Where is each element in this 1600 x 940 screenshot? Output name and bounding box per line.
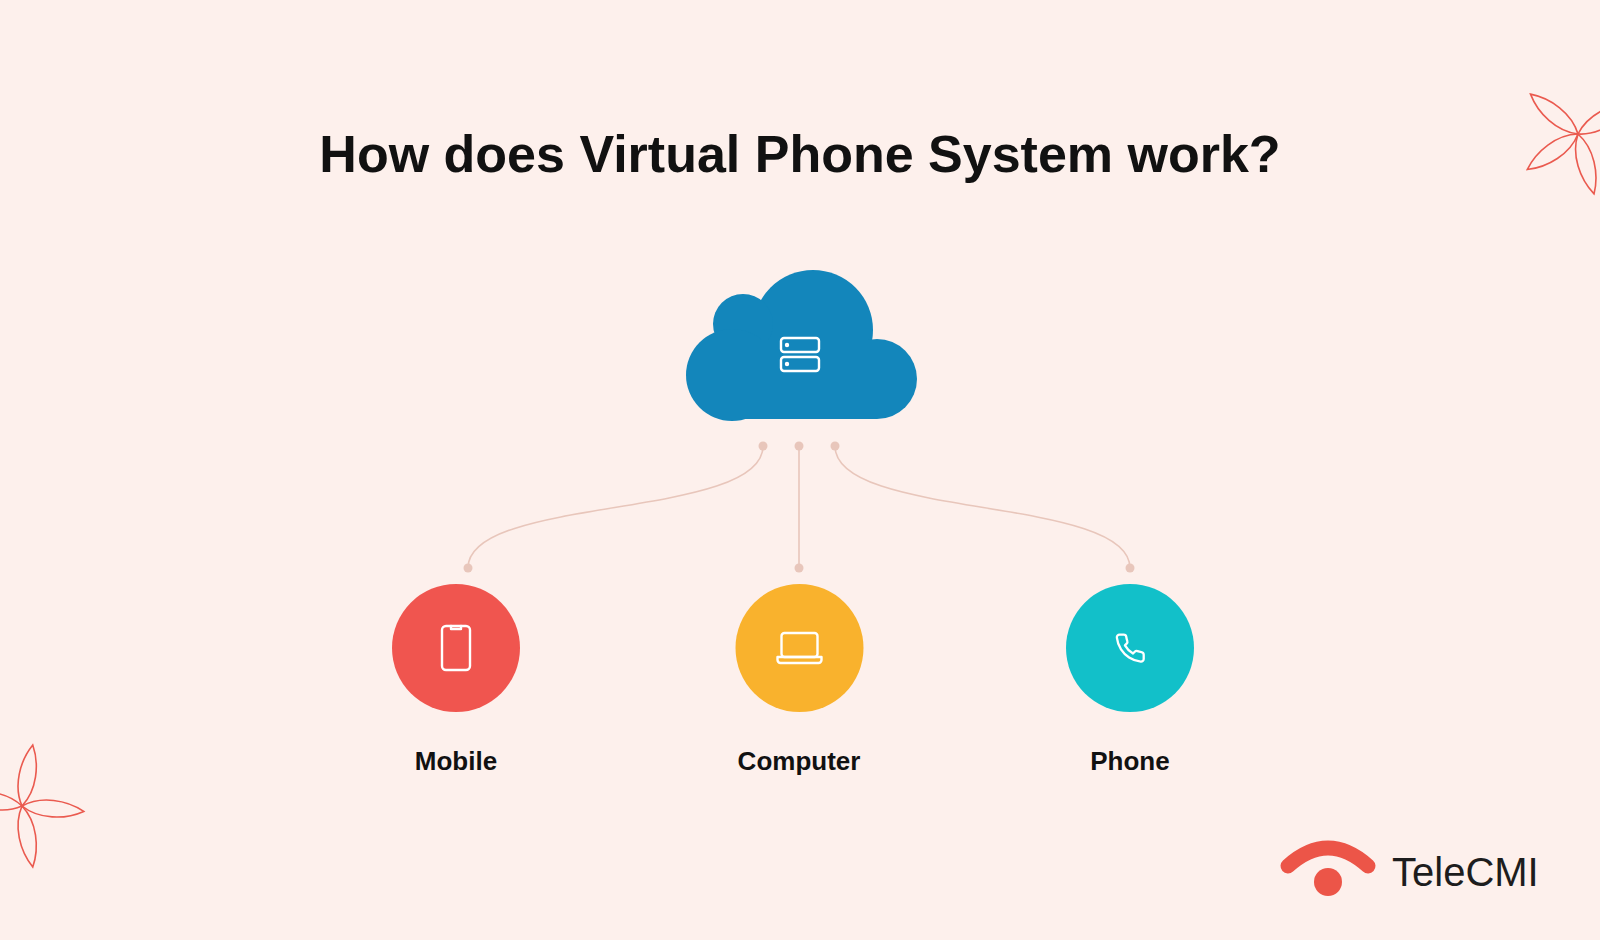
device-circle-fill xyxy=(735,584,863,712)
cloud-icon xyxy=(686,270,917,421)
title: How does Virtual Phone System work? xyxy=(0,126,1600,183)
device-circle: Computer xyxy=(728,584,871,777)
laptop-icon xyxy=(777,633,821,663)
connection-line xyxy=(468,446,1130,568)
device-label: Computer xyxy=(728,746,871,777)
device-circle: Phone xyxy=(1062,584,1198,777)
connection-dot xyxy=(464,442,1135,573)
device-circle-fill xyxy=(1066,584,1194,712)
flower-decoration xyxy=(0,744,84,869)
phone-icon xyxy=(1117,635,1144,662)
mobile-icon xyxy=(442,626,470,670)
device-label: Phone xyxy=(1062,746,1198,777)
flower-decoration xyxy=(1522,88,1600,196)
logo-text: TeleCMI xyxy=(1392,852,1539,892)
server-icon xyxy=(781,338,819,371)
circle-shape xyxy=(1062,584,1198,714)
device-circle: Mobile xyxy=(388,584,524,777)
circle-shape xyxy=(388,584,524,714)
device-circle-fill xyxy=(392,584,520,712)
device-label: Mobile xyxy=(388,746,524,777)
circle-shape xyxy=(728,584,871,714)
logo-mark xyxy=(1288,848,1368,900)
